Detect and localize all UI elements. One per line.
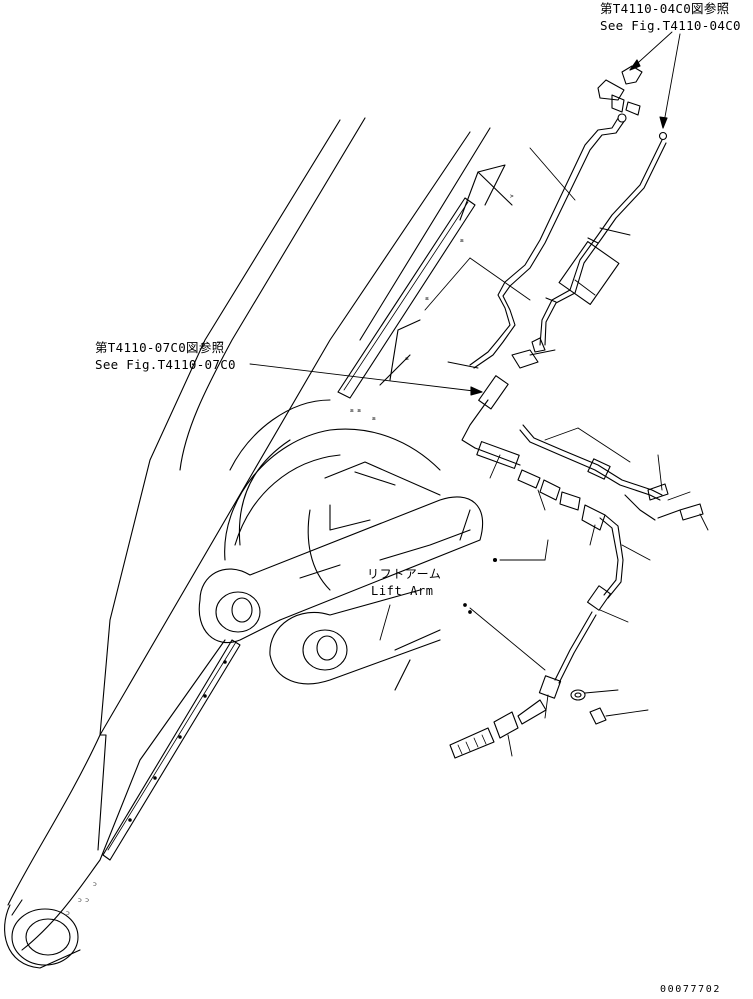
reference-left-en: See Fig.T4110-07C0 — [95, 357, 236, 372]
lift-arm-label-en: Lift Arm — [371, 584, 434, 598]
lift-arm-label-jp: リフトアーム — [367, 567, 442, 581]
svg-text:≤: ≤ — [405, 355, 409, 362]
document-number: 00077702 — [660, 984, 721, 995]
reference-left-jp: 第T4110-07C0図参照 — [95, 340, 224, 355]
svg-text:≤: ≤ — [425, 295, 429, 302]
svg-text:>: > — [510, 193, 514, 200]
small-markers — [463, 557, 498, 614]
lift-arm-outline — [4, 117, 491, 969]
upper-cover-plate: > ≥ ≤ ≤ ≥ ≥ ≥ — [337, 164, 514, 422]
svg-text:≥: ≥ — [460, 237, 464, 244]
svg-text:⊃: ⊃ — [93, 881, 97, 888]
svg-text:⊃: ⊃ — [66, 910, 70, 917]
svg-text:⊃ ⊃: ⊃ ⊃ — [78, 897, 89, 904]
svg-text:≥ ≥: ≥ ≥ — [350, 407, 361, 414]
hydraulic-piping — [449, 65, 704, 759]
reference-top-right-jp: 第T4110-04C0図参照 — [600, 1, 729, 16]
svg-text:≥: ≥ — [372, 415, 376, 422]
reference-top-right-en: See Fig.T4110-04C0 — [600, 18, 741, 33]
leader-lines — [249, 31, 709, 757]
lower-end-brackets: ⊃ ⊃ ⊃ ⊃ — [66, 881, 97, 917]
lower-grease-strip — [102, 639, 241, 861]
